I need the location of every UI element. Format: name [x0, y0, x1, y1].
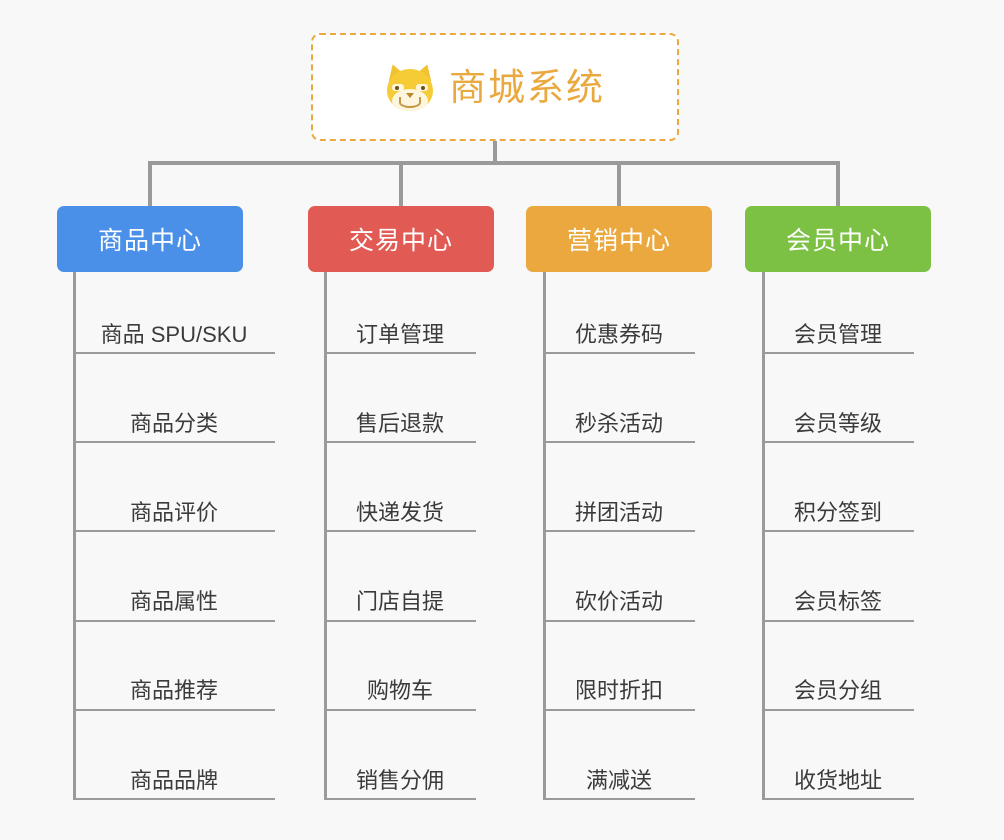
- leaf-item-label: 商品属性: [129, 589, 218, 615]
- leaf-item-label: 快递发货: [355, 500, 444, 525]
- leaf-item[interactable]: 商品品牌: [73, 718, 275, 800]
- leaf-item[interactable]: 会员标签: [762, 540, 914, 622]
- leaf-item-label: 积分签到: [793, 500, 882, 525]
- leaf-item[interactable]: 商品 SPU/SKU: [73, 272, 275, 354]
- category-header-label: 交易中心: [348, 227, 453, 255]
- root-stem-line: [493, 141, 497, 165]
- category-header-label: 营销中心: [566, 227, 671, 255]
- leaf-item[interactable]: 收货地址: [762, 718, 914, 800]
- branch-drop-line-member-center: [836, 161, 840, 208]
- leaf-item[interactable]: 商品推荐: [73, 629, 275, 711]
- leaf-item-label: 砍价活动: [574, 589, 663, 615]
- leaf-item[interactable]: 限时折扣: [543, 629, 695, 711]
- leaf-item[interactable]: 商品分类: [73, 361, 275, 444]
- leaf-item[interactable]: 快递发货: [324, 450, 476, 533]
- category-header-member-center[interactable]: 会员中心: [745, 206, 931, 272]
- leaf-item[interactable]: 售后退款: [324, 361, 476, 444]
- leaf-item[interactable]: 购物车: [324, 629, 476, 711]
- leaf-item-label: 购物车: [366, 678, 433, 704]
- leaf-item-label: 销售分佣: [355, 767, 444, 793]
- leaf-item[interactable]: 会员等级: [762, 361, 914, 444]
- leaf-item[interactable]: 会员管理: [762, 272, 914, 354]
- leaf-item[interactable]: 门店自提: [324, 540, 476, 622]
- category-header-label: 商品中心: [97, 227, 202, 255]
- leaf-item-label: 门店自提: [355, 589, 444, 615]
- leaf-item[interactable]: 商品属性: [73, 540, 275, 622]
- branch-drop-line-trade-center: [399, 161, 403, 208]
- shiba-head-icon: [387, 68, 433, 111]
- root-node-label: 商城系统: [449, 66, 605, 108]
- leaf-item-label: 优惠券码: [574, 321, 663, 347]
- leaf-trunk-line: [73, 272, 76, 800]
- leaf-item-label: 订单管理: [355, 321, 444, 347]
- shiba-eye-right-icon: [421, 85, 425, 90]
- leaf-item-label: 会员标签: [793, 589, 882, 615]
- branch-drop-line-marketing-center: [617, 161, 621, 208]
- leaf-item[interactable]: 拼团活动: [543, 450, 695, 533]
- leaf-item[interactable]: 秒杀活动: [543, 361, 695, 444]
- leaf-trunk-line: [324, 272, 327, 800]
- shiba-mouth-icon: [399, 96, 421, 108]
- root-node-shopping-mall-system[interactable]: 商城系统: [311, 33, 679, 141]
- leaf-item-label: 会员分组: [793, 678, 882, 704]
- leaf-item-label: 秒杀活动: [574, 410, 663, 436]
- leaf-item[interactable]: 优惠券码: [543, 272, 695, 354]
- leaf-item[interactable]: 会员分组: [762, 629, 914, 711]
- leaf-item[interactable]: 砍价活动: [543, 540, 695, 622]
- category-header-product-center[interactable]: 商品中心: [57, 206, 243, 272]
- leaf-item-label: 商品分类: [129, 410, 218, 436]
- leaf-item[interactable]: 商品评价: [73, 450, 275, 533]
- leaf-item[interactable]: 订单管理: [324, 272, 476, 354]
- shiba-eye-left-icon: [395, 85, 399, 90]
- leaf-item-label: 收货地址: [793, 767, 882, 793]
- shiba-dog-face-icon: [384, 61, 436, 111]
- leaf-item-label: 会员管理: [793, 321, 882, 347]
- horizontal-bus-line: [148, 161, 840, 165]
- leaf-item-label: 会员等级: [793, 410, 882, 436]
- branch-drop-line-product-center: [148, 161, 152, 208]
- leaf-item-label: 商品 SPU/SKU: [100, 321, 248, 347]
- shiba-nose-icon: [406, 92, 414, 98]
- leaf-item-label: 售后退款: [355, 410, 444, 436]
- category-header-marketing-center[interactable]: 营销中心: [526, 206, 712, 272]
- leaf-item-label: 商品品牌: [129, 767, 218, 793]
- leaf-item[interactable]: 销售分佣: [324, 718, 476, 800]
- leaf-item-label: 满减送: [585, 767, 652, 793]
- leaf-item[interactable]: 积分签到: [762, 450, 914, 533]
- leaf-trunk-line: [762, 272, 765, 800]
- category-header-trade-center[interactable]: 交易中心: [308, 206, 494, 272]
- leaf-item-label: 限时折扣: [574, 678, 663, 704]
- leaf-trunk-line: [543, 272, 546, 800]
- leaf-item-label: 拼团活动: [574, 500, 663, 525]
- leaf-item-label: 商品评价: [129, 500, 218, 525]
- category-header-label: 会员中心: [785, 227, 890, 255]
- leaf-item-label: 商品推荐: [129, 678, 218, 704]
- leaf-item[interactable]: 满减送: [543, 718, 695, 800]
